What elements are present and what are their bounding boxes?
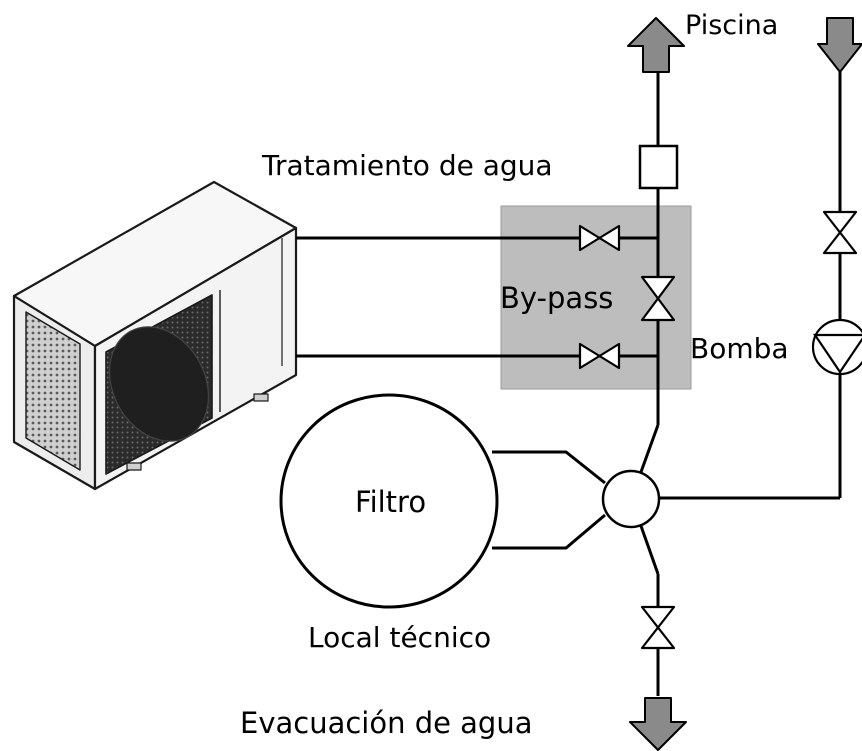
pump-icon — [811, 318, 862, 376]
arrow-up-icon — [627, 17, 685, 73]
flow-arrows — [627, 17, 862, 751]
label-drain: Evacuación de agua — [240, 706, 533, 740]
valve-icon-drain — [640, 605, 676, 650]
side-grille — [25, 311, 81, 471]
label-pool: Piscina — [685, 10, 778, 41]
valves — [578, 210, 858, 650]
arrow-down-icon — [817, 17, 862, 73]
multiport-valve — [601, 469, 661, 529]
label-filter: Filtro — [355, 485, 426, 519]
label-bypass: By-pass — [500, 281, 613, 315]
label-pump: Bomba — [690, 332, 789, 365]
valve-icon-bypass-upper — [578, 224, 621, 252]
label-water-treatment: Tratamiento de agua — [261, 149, 553, 182]
valve-icon-return — [822, 210, 858, 255]
label-technical-room: Local técnico — [308, 621, 491, 654]
fan-icon — [108, 326, 210, 442]
valve-icon-bypass-main — [640, 275, 676, 322]
water-treatment-box — [638, 144, 679, 190]
filter-tank — [279, 393, 499, 609]
valve-icon-bypass-lower — [578, 342, 621, 370]
heat-pump-unit — [12, 180, 298, 491]
arrow-down-drain-icon — [629, 697, 687, 751]
